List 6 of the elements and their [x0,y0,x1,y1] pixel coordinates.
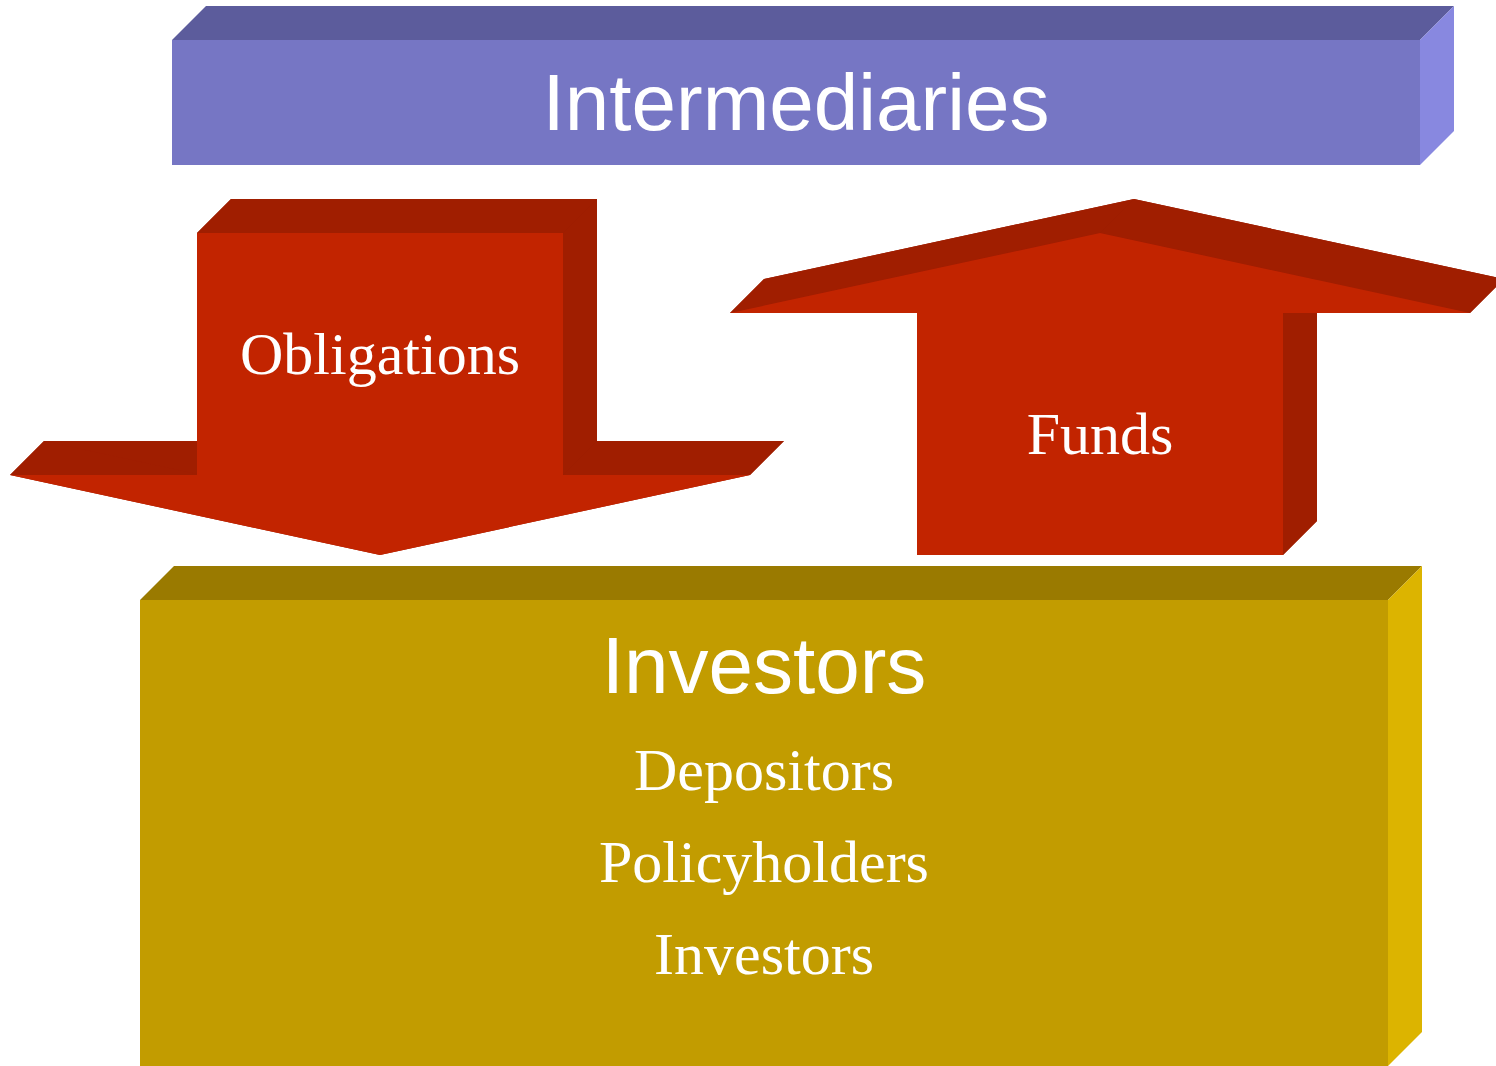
block-text: Investors [654,920,874,989]
edge-label: Funds [1026,404,1174,464]
block-text: Depositors [634,736,894,805]
block-text: Policyholders [599,828,929,897]
block-title: Investors [601,620,927,712]
block-title: Intermediaries [542,56,1050,149]
